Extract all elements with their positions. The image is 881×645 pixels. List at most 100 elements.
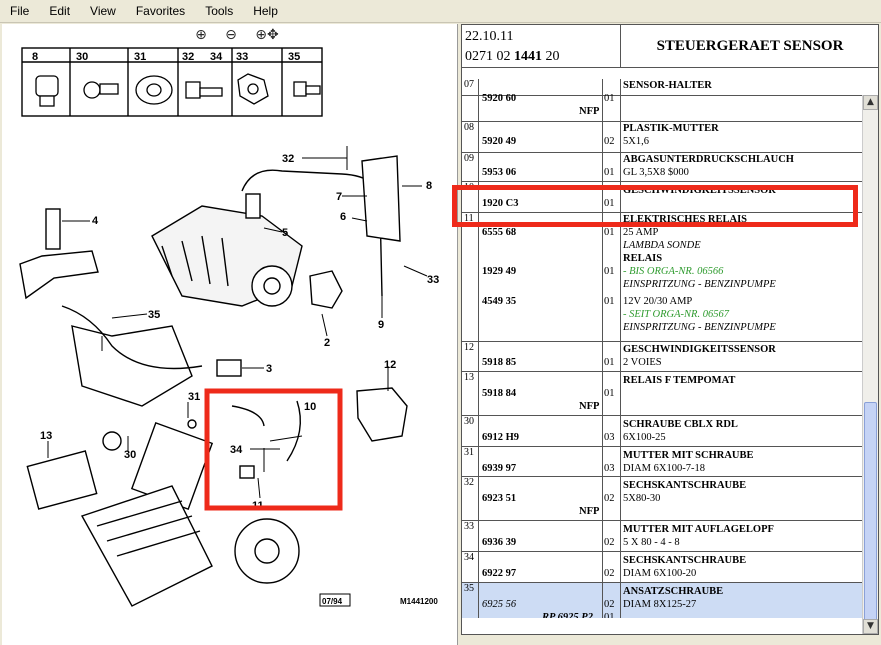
diagram-highlight-box	[204, 388, 343, 511]
legend-label-31: 31	[134, 51, 146, 63]
row-cell: ELEKTRISCHES RELAIS	[623, 214, 748, 225]
legend-label-33: 33	[236, 51, 248, 63]
row-cell: 03	[604, 463, 615, 474]
row-cell: 01	[604, 296, 615, 307]
row-cell: PLASTIK-MUTTER	[623, 123, 719, 134]
row-cell: - BIS ORGA-NR. 06566	[623, 266, 724, 277]
row-cell: RELAIS	[623, 253, 663, 264]
row-position: 07	[464, 79, 474, 90]
row-cell: 5X80-30	[623, 493, 661, 504]
legend-label-30: 30	[76, 51, 88, 63]
row-position: 32	[464, 477, 474, 488]
row-cell: ANSATZSCHRAUBE	[623, 586, 724, 597]
row-cell: 02	[604, 599, 615, 610]
parts-list-pane: 22.10.11 0271 02 1441 20 STEUERGERAET SE…	[461, 24, 879, 635]
callout-32: 32	[282, 153, 294, 165]
legend-label-35: 35	[288, 51, 300, 63]
row-cell: 02	[604, 493, 615, 504]
row-position: 08	[464, 122, 474, 133]
callout-8: 8	[426, 180, 432, 192]
row-cell: 1920 C3	[482, 198, 519, 209]
row-cell: 6X100-25	[623, 432, 666, 443]
row-cell: 01	[604, 198, 615, 209]
row-cell: 2 VOIES	[623, 357, 662, 368]
menu-view[interactable]: View	[90, 4, 116, 18]
parts-header: 22.10.11 0271 02 1441 20 STEUERGERAET SE…	[462, 25, 878, 96]
row-cell: 01	[604, 227, 615, 238]
row-cell: 5920 60	[482, 93, 517, 104]
legend-fasteners	[35, 73, 321, 107]
menu-favorites[interactable]: Favorites	[135, 4, 186, 18]
menu-file[interactable]: File	[10, 4, 30, 18]
diagram-stamp: 07/94	[322, 597, 343, 606]
header-code: 0271 02 1441 20	[465, 49, 560, 64]
row-cell: 01	[604, 612, 615, 618]
table-row[interactable]: 08 PLASTIK-MUTTER 5920 49 02 5X1,6	[462, 122, 862, 153]
row-cell: 5X1,6	[623, 136, 649, 147]
callout-4: 4	[92, 215, 99, 227]
row-cell: 01	[604, 357, 615, 368]
row-cell: 03	[604, 432, 615, 443]
scroll-thumb[interactable]	[864, 402, 877, 622]
row-cell: RP 6925 P2	[542, 612, 593, 618]
parts-scrollbar[interactable]: ▲ ▼	[862, 95, 878, 634]
header-date: 22.10.11	[465, 29, 514, 44]
callout-lines	[47, 146, 428, 499]
row-cell: 1929 49	[482, 266, 517, 277]
scroll-down-icon[interactable]: ▼	[863, 619, 878, 634]
row-cell: 4549 35	[482, 296, 517, 307]
zoom-pan-icon[interactable]: ⊕✥	[255, 27, 279, 43]
row-cell: 5920 49	[482, 136, 517, 147]
row-cell: 5918 84	[482, 388, 517, 399]
row-cell: MUTTER MIT AUFLAGELOPF	[623, 524, 774, 535]
row-cell: 6922 97	[482, 568, 517, 579]
row-cell: 5 X 80 - 4 - 8	[623, 537, 680, 548]
row-cell: NFP	[579, 401, 600, 412]
row-cell: 6936 39	[482, 537, 517, 548]
row-cell: 01	[604, 167, 615, 178]
menu-help[interactable]: Help	[253, 4, 278, 18]
callout-34: 34	[230, 444, 243, 456]
callout-35: 35	[148, 309, 160, 321]
callout-30: 30	[124, 449, 136, 461]
row-cell: 02	[604, 136, 615, 147]
zoom-in-icon[interactable]: ⊕	[195, 27, 207, 43]
row-cell: 5918 85	[482, 357, 517, 368]
row-cell: SENSOR-HALTER	[623, 80, 712, 91]
callout-12: 12	[384, 359, 396, 371]
row-cell: EINSPRITZUNG - BENZINPUMPE	[623, 279, 776, 290]
row-position: 33	[464, 521, 474, 532]
row-cell: MUTTER MIT SCHRAUBE	[623, 450, 754, 461]
zoom-out-icon[interactable]: ⊖	[225, 27, 237, 43]
row-cell: 5953 06	[482, 167, 517, 178]
row-cell: EINSPRITZUNG - BENZINPUMPE	[623, 322, 776, 333]
row-cell: 12V 20/30 AMP	[623, 296, 693, 307]
diagram-pane: ⊕ ⊖ ⊕✥ 8 30 31 32 34 33 35	[2, 24, 458, 645]
row-position: 12	[464, 342, 474, 353]
zoom-toolbar: ⊕ ⊖ ⊕✥	[2, 24, 457, 46]
row-position: 30	[464, 416, 474, 427]
row-cell: LAMBDA SONDE	[623, 240, 701, 251]
row-cell: GL 3,5X8 $000	[623, 167, 689, 178]
callout-31: 31	[188, 391, 200, 403]
callout-3: 3	[266, 363, 272, 375]
menu-tools[interactable]: Tools	[205, 4, 234, 18]
scroll-up-icon[interactable]: ▲	[863, 95, 878, 110]
menu-edit[interactable]: Edit	[49, 4, 71, 18]
row-cell: 6939 97	[482, 463, 517, 474]
legend-label-32: 32	[182, 51, 194, 63]
stamp-box	[319, 593, 351, 607]
row-cell: 01	[604, 266, 615, 277]
row-cell: 6912 H9	[482, 432, 520, 443]
